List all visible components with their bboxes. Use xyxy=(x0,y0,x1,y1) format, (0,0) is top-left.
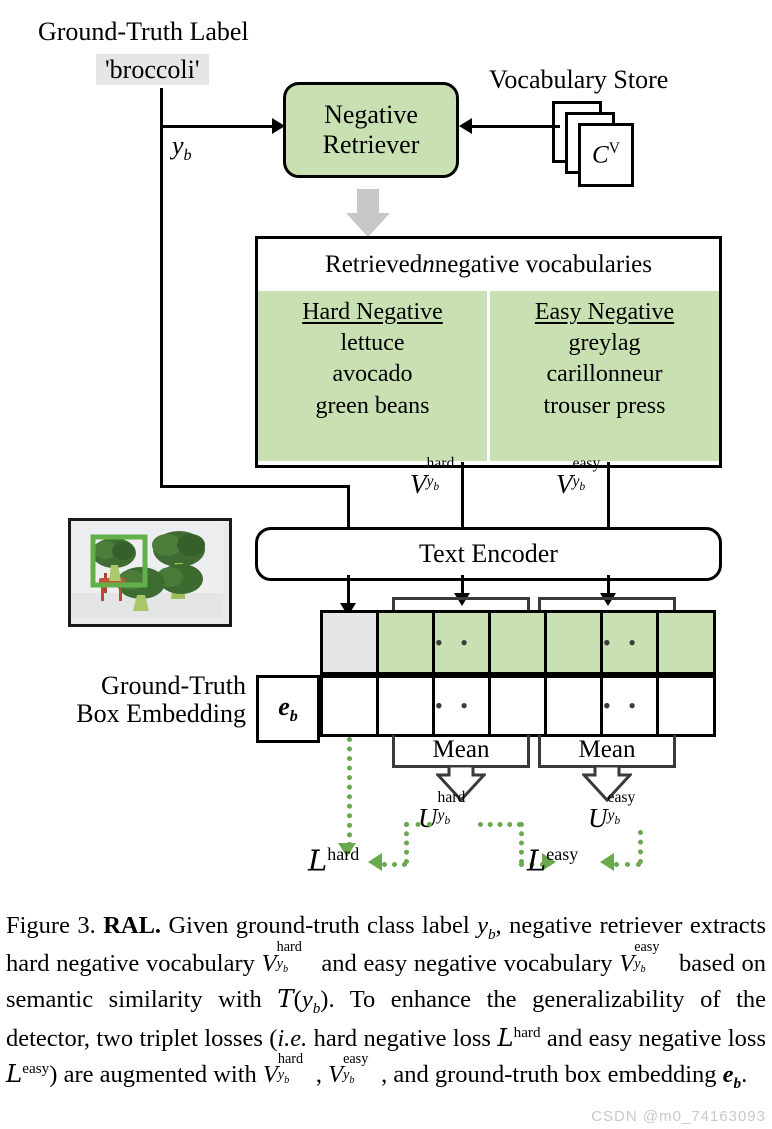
easy-negative-item: greylag xyxy=(568,330,641,357)
label-to-retriever-line xyxy=(160,125,278,128)
vocab-card-symbol: CV xyxy=(592,140,620,169)
figure-bold-title: RAL. xyxy=(103,912,162,939)
u-easy-label: U easy yb xyxy=(588,789,636,833)
label-flow-vertical xyxy=(160,88,163,488)
hard-group-bracket xyxy=(392,597,530,612)
gt-cell xyxy=(379,678,435,734)
u-easy-to-loss-easy-dotted-h xyxy=(614,862,641,867)
easy-negative-item: carillonneur xyxy=(546,361,663,388)
broccoli-photo-svg xyxy=(71,521,223,618)
mean-hard-label: Mean xyxy=(432,736,490,763)
v-hard-label: V hard yb xyxy=(410,455,455,499)
gt-cell-ellipsis: • • • xyxy=(603,678,659,734)
encoder-out-line-easy xyxy=(607,575,610,597)
hard-negative-heading: Hard Negative xyxy=(302,299,443,325)
eb-to-loss-hard-arrowhead xyxy=(338,843,356,857)
hard-negative-column: Hard Negative lettuce avocado green bean… xyxy=(258,291,490,461)
loss-easy-label: Leasy xyxy=(527,843,579,878)
v-hard-subscript: yb xyxy=(426,473,440,494)
easy-negative-item: trouser press xyxy=(543,392,666,419)
class-label-chip: 'broccoli' xyxy=(96,54,209,85)
mean-hard-box: Mean xyxy=(392,735,530,768)
class-label-value: 'broccoli' xyxy=(96,54,209,85)
gt-cell-ellipsis: • • • xyxy=(435,678,491,734)
mean-hard-hollow-arrow xyxy=(436,766,486,802)
hard-negative-item: avocado xyxy=(332,361,413,388)
gt-box-embedding-line1: Ground-Truth xyxy=(101,671,246,700)
vocabulary-store-title: Vocabulary Store xyxy=(489,65,669,94)
figure-caption: Figure 3. RAL. Given ground-truth class … xyxy=(6,912,767,1092)
easy-group-bracket xyxy=(538,597,676,612)
figure-number: Figure 3. xyxy=(6,912,96,939)
embedding-cell-gt xyxy=(323,613,379,672)
ground-truth-image xyxy=(68,518,232,627)
embedding-cell-easy xyxy=(547,613,603,672)
gt-cell xyxy=(323,678,379,734)
encoder-out-line-eb xyxy=(347,575,350,607)
mean-easy-hollow-arrow xyxy=(582,766,632,802)
store-to-retriever-arrowhead xyxy=(459,118,472,134)
u-easy-to-loss-easy-dotted-v xyxy=(638,830,643,864)
retriever-label-line2: Retriever xyxy=(322,130,420,159)
embedding-cell-hard xyxy=(379,613,435,672)
v-hard-drop-line xyxy=(461,462,464,530)
hard-negative-item: green beans xyxy=(315,392,430,419)
gt-cell xyxy=(491,678,547,734)
retriever-label-line1: Negative xyxy=(324,99,418,129)
y-b-label: yb xyxy=(172,131,192,165)
u-easy-subscript: yb xyxy=(607,807,621,828)
easy-negative-column: Easy Negative greylag carillonneur trous… xyxy=(490,291,719,461)
embedding-cell-hard xyxy=(491,613,547,672)
u-hard-out-dotted-v xyxy=(404,822,409,864)
mean-easy-box: Mean xyxy=(538,735,676,768)
u-hard-to-loss-hard-arrowhead xyxy=(368,853,382,871)
embedding-cell-easy xyxy=(659,613,713,672)
embedding-cell-hard-ellipsis: • • • xyxy=(435,613,491,672)
gt-box-embedding-label: Ground-Truth Box Embedding xyxy=(46,671,246,729)
negative-embedding-row: • • • • • • xyxy=(320,610,716,675)
u-hard-to-loss-hard-dotted xyxy=(382,862,407,867)
eb-embedding-box: eb xyxy=(256,675,320,743)
retrieved-vocabularies-title: Retrieved n negative vocabularies xyxy=(325,251,652,278)
text-encoder-label: Text Encoder xyxy=(419,539,558,568)
encoder-out-line-hard xyxy=(461,575,464,597)
eb-symbol: eb xyxy=(278,691,298,726)
u-hard-out-dotted-h xyxy=(404,822,432,827)
embedding-cell-easy-ellipsis: • • • xyxy=(603,613,659,672)
loss-hard-label: Lhard xyxy=(308,843,360,878)
retrieved-vocabularies-panel: Retrieved n negative vocabularies Hard N… xyxy=(255,236,722,468)
negative-retriever-box[interactable]: Negative Retriever xyxy=(283,82,459,178)
u-easy-to-loss-easy-arrowhead xyxy=(600,853,614,871)
retriever-output-block-arrow xyxy=(346,189,390,237)
eb-to-loss-hard-dotted xyxy=(347,737,352,847)
easy-negative-heading: Easy Negative xyxy=(534,299,675,325)
u-hard-to-loss-easy-dotted-h xyxy=(478,822,522,827)
gt-cell xyxy=(659,678,713,734)
v-easy-drop-line xyxy=(607,462,610,530)
u-hard-to-loss-easy-dotted-v xyxy=(519,822,524,864)
mean-easy-label: Mean xyxy=(578,736,636,763)
vocab-card-front: CV xyxy=(578,123,634,187)
u-hard-label: U hard yb xyxy=(418,789,466,833)
store-to-retriever-line xyxy=(472,125,560,128)
label-route-horizontal xyxy=(160,485,350,488)
gt-embedding-row: • • • • • • xyxy=(320,675,716,737)
watermark: CSDN @m0_74163093 xyxy=(591,1108,766,1125)
u-hard-to-loss-easy-dotted-h2 xyxy=(519,862,545,867)
gt-cell xyxy=(547,678,603,734)
u-hard-to-loss-easy-arrowhead xyxy=(542,853,556,871)
text-encoder-box[interactable]: Text Encoder xyxy=(255,527,722,581)
label-route-down xyxy=(347,485,350,530)
ground-truth-label-title: Ground-Truth Label xyxy=(38,17,249,46)
v-easy-label: V easy yb xyxy=(556,455,601,499)
gt-box-embedding-line2: Box Embedding xyxy=(76,699,246,729)
v-easy-subscript: yb xyxy=(572,473,586,494)
label-to-retriever-arrowhead xyxy=(272,118,285,134)
hard-negative-item: lettuce xyxy=(340,330,405,357)
u-hard-subscript: yb xyxy=(437,807,451,828)
